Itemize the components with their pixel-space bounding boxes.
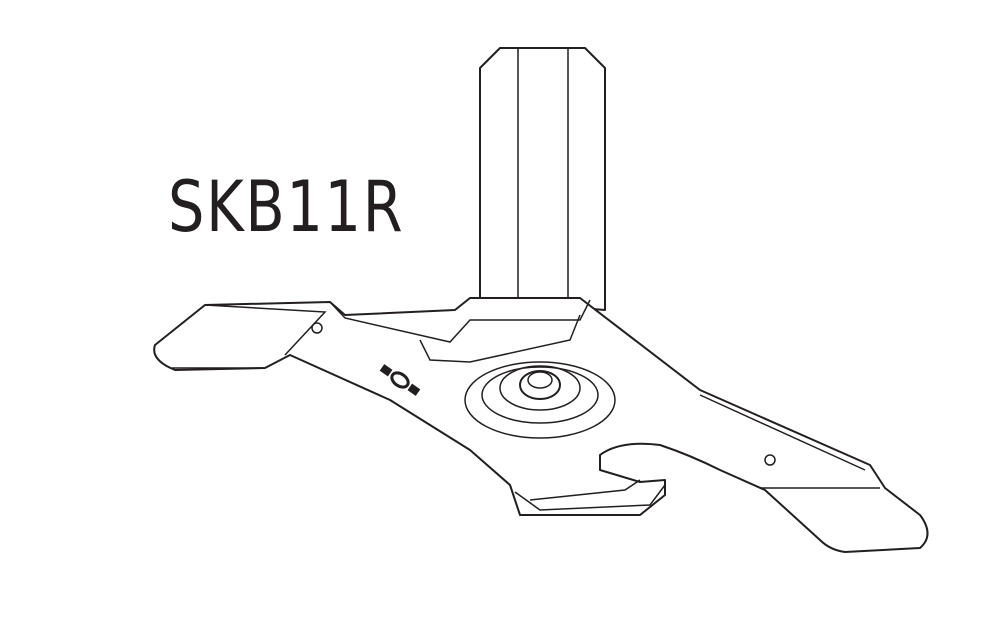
noa-logo: [379, 364, 421, 396]
base-plate: [153, 297, 929, 553]
model-label: SKB11R: [168, 166, 405, 248]
vertical-post: [479, 47, 606, 311]
center-fastener: [464, 361, 616, 439]
